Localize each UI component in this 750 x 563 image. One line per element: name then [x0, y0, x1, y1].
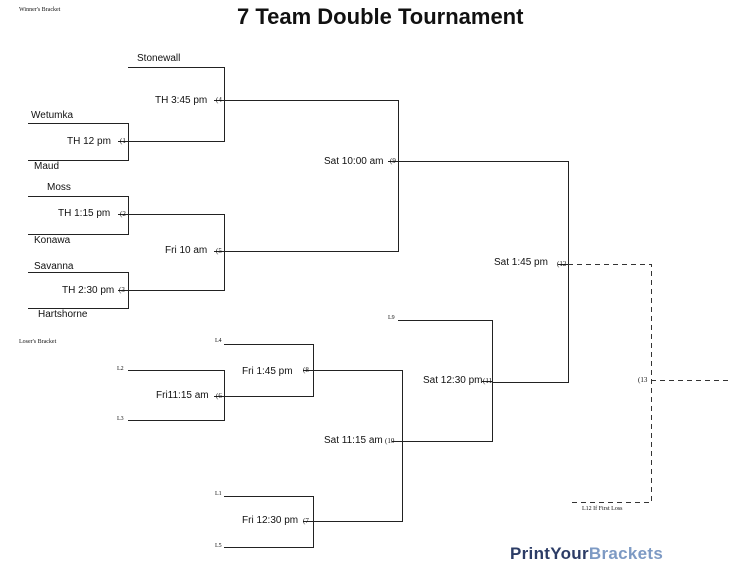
game-8-number: (8 — [303, 366, 309, 374]
team-stonewall: Stonewall — [137, 53, 181, 64]
bracket-game-9-lines — [224, 100, 399, 252]
game-2-number: (2 — [120, 210, 126, 218]
game-4-time: TH 3:45 pm — [155, 95, 208, 106]
if-first-loss-label: L12 If First Loss — [582, 506, 623, 512]
bracket-game-2-lines — [28, 196, 129, 235]
game-1-number: (1 — [120, 137, 126, 145]
game-12-number: (12 — [557, 260, 567, 268]
game-6-number: (6 — [216, 392, 222, 400]
game-4-number: (4 — [216, 96, 222, 104]
game-11-time: Sat 12:30 pm — [423, 375, 483, 386]
bracket-game-12-lines — [398, 161, 569, 383]
brand-logo: PrintYourBrackets — [510, 545, 663, 562]
team-konawa: Konawa — [34, 235, 71, 246]
game-9-number: (9 — [390, 157, 396, 165]
bracket-game-5-lines — [128, 214, 225, 291]
loser-slot-l2: L2 — [117, 366, 124, 372]
game-2-time: TH 1:15 pm — [58, 208, 111, 219]
game-1-time: TH 12 pm — [67, 136, 111, 147]
game-10-time: Sat 11:15 am — [324, 435, 383, 446]
loser-slot-l9: L9 — [388, 315, 395, 321]
game-5-number: (5 — [216, 247, 222, 255]
bracket-game-13-lines — [568, 264, 728, 503]
bracket-game-4-lines — [128, 67, 225, 142]
game-7-time: Fri 12:30 pm — [242, 515, 299, 526]
game-9-time: Sat 10:00 am — [324, 156, 384, 167]
loser-slot-l4: L4 — [215, 338, 222, 344]
bracket-game-6-lines — [128, 370, 225, 421]
losers-bracket-label: Loser's Bracket — [19, 339, 57, 345]
bracket-game-11-lines — [398, 320, 493, 442]
game-6-time: Fri11:15 am — [156, 390, 209, 401]
team-moss: Moss — [47, 182, 71, 193]
page-title: 7 Team Double Tournament — [237, 4, 524, 29]
team-savanna: Savanna — [34, 261, 74, 272]
loser-slot-l5: L5 — [215, 543, 222, 549]
game-3-number: (3 — [119, 286, 125, 294]
winners-bracket-label: Winner's Bracket — [19, 7, 61, 13]
loser-slot-l3: L3 — [117, 416, 124, 422]
bracket-game-10-lines — [313, 370, 403, 522]
game-10-number: (10 — [385, 437, 395, 445]
game-11-number: (11 — [483, 377, 493, 385]
logo-part-1: PrintYour — [510, 544, 589, 563]
team-hartshorne: Hartshorne — [38, 309, 88, 320]
team-wetumka: Wetumka — [31, 110, 74, 121]
game-8-time: Fri 1:45 pm — [242, 366, 293, 377]
game-7-number: (7 — [303, 517, 309, 525]
game-13-number: (13 — [638, 376, 648, 384]
game-12-time: Sat 1:45 pm — [494, 257, 548, 268]
game-3-time: TH 2:30 pm — [62, 285, 115, 296]
team-maud: Maud — [34, 161, 60, 172]
loser-slot-l1: L1 — [215, 491, 222, 497]
logo-part-2: Brackets — [588, 544, 664, 563]
game-5-time: Fri 10 am — [165, 245, 208, 256]
